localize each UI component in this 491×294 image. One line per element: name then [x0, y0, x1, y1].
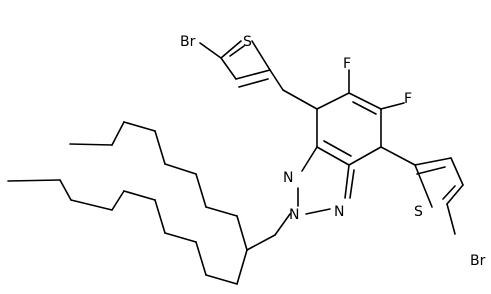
nitrogen-right-label: N	[334, 204, 344, 220]
nitrogen-left-label: N	[283, 170, 293, 186]
top-thiophene	[199, 40, 318, 110]
triazole-ring	[297, 146, 355, 215]
bromine-bottom-label: Br	[470, 253, 486, 269]
fluorine-left-label: F	[343, 56, 351, 72]
nitrogen-center-label: N	[289, 207, 299, 223]
fluorine-right-label: F	[404, 91, 412, 107]
bottom-thiophene	[380, 146, 464, 235]
sulfur-bottom-label: S	[414, 204, 423, 220]
bond-c-f-right	[380, 102, 405, 110]
alkyl-chain	[7, 121, 291, 285]
sulfur-top-label: S	[243, 34, 252, 50]
benzene-ring	[316, 92, 382, 166]
bromine-top-label: Br	[180, 34, 196, 50]
